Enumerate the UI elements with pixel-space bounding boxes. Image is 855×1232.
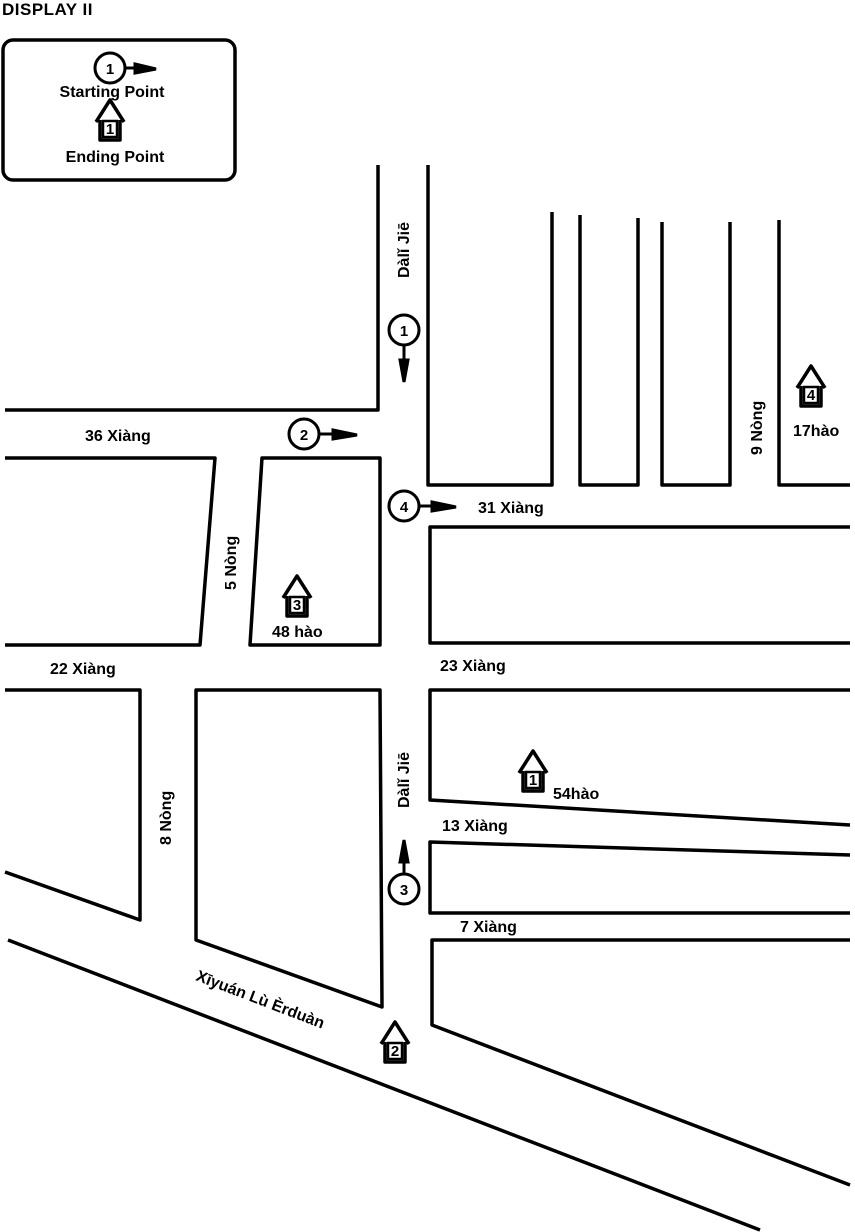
address-label: 17hào bbox=[793, 423, 839, 440]
svg-text:1: 1 bbox=[400, 323, 408, 340]
start-point-2: 2 bbox=[287, 417, 358, 451]
legend-start-number: 1 bbox=[106, 61, 114, 78]
svg-text:4: 4 bbox=[807, 387, 816, 404]
svg-text:1: 1 bbox=[529, 772, 537, 789]
svg-text:2: 2 bbox=[391, 1043, 399, 1060]
arrow-right-icon bbox=[419, 500, 457, 513]
street-label-36-xiang: 36 Xiàng bbox=[85, 428, 151, 445]
svg-text:3: 3 bbox=[293, 597, 301, 614]
legend-start-label: Starting Point bbox=[60, 84, 166, 101]
legend-end-number: 1 bbox=[106, 121, 114, 138]
start-point-3: 3 bbox=[387, 839, 421, 906]
street-label-xiyuan-lu: Xīyuán Lù Èrduàn bbox=[194, 966, 328, 1032]
legend-end-label: Ending Point bbox=[66, 149, 165, 166]
street-label-9-nong: 9 Nòng bbox=[749, 401, 766, 455]
city-blocks bbox=[4, 165, 851, 1232]
start-point-1: 1 bbox=[387, 313, 421, 383]
street-label-8-nong: 8 Nòng bbox=[158, 791, 175, 845]
start-point-4: 4 bbox=[387, 489, 457, 523]
legend-box: 1 Starting Point 1 Ending Point bbox=[1, 38, 237, 182]
arrow-right-icon bbox=[319, 428, 358, 441]
svg-text:2: 2 bbox=[300, 427, 308, 444]
svg-text:3: 3 bbox=[400, 882, 408, 899]
end-point-1: 1 54hào bbox=[517, 749, 599, 803]
street-label-dali-jie-south: Dàlǐ Jiē bbox=[396, 752, 413, 808]
street-label-7-xiang: 7 Xiàng bbox=[460, 919, 517, 936]
svg-text:4: 4 bbox=[400, 499, 409, 516]
end-point-3: 3 48 hào bbox=[272, 574, 323, 641]
arrow-down-icon bbox=[398, 345, 410, 383]
street-label-31-xiang: 31 Xiàng bbox=[478, 500, 544, 517]
address-label: 48 hào bbox=[272, 624, 323, 641]
end-point-4: 4 17hào bbox=[793, 364, 839, 440]
street-label-13-xiang: 13 Xiàng bbox=[442, 818, 508, 835]
street-label-23-xiang: 23 Xiàng bbox=[440, 658, 506, 675]
display-title: DISPLAY II bbox=[2, 0, 93, 19]
address-label: 54hào bbox=[553, 786, 599, 803]
street-label-dali-jie-north: Dàlǐ Jiē bbox=[396, 222, 413, 278]
end-point-2: 2 bbox=[379, 1020, 411, 1064]
street-label-5-nong: 5 Nòng bbox=[223, 536, 240, 590]
arrow-right-icon bbox=[125, 62, 157, 75]
street-label-22-xiang: 22 Xiàng bbox=[50, 661, 116, 678]
arrow-up-icon bbox=[398, 839, 410, 874]
